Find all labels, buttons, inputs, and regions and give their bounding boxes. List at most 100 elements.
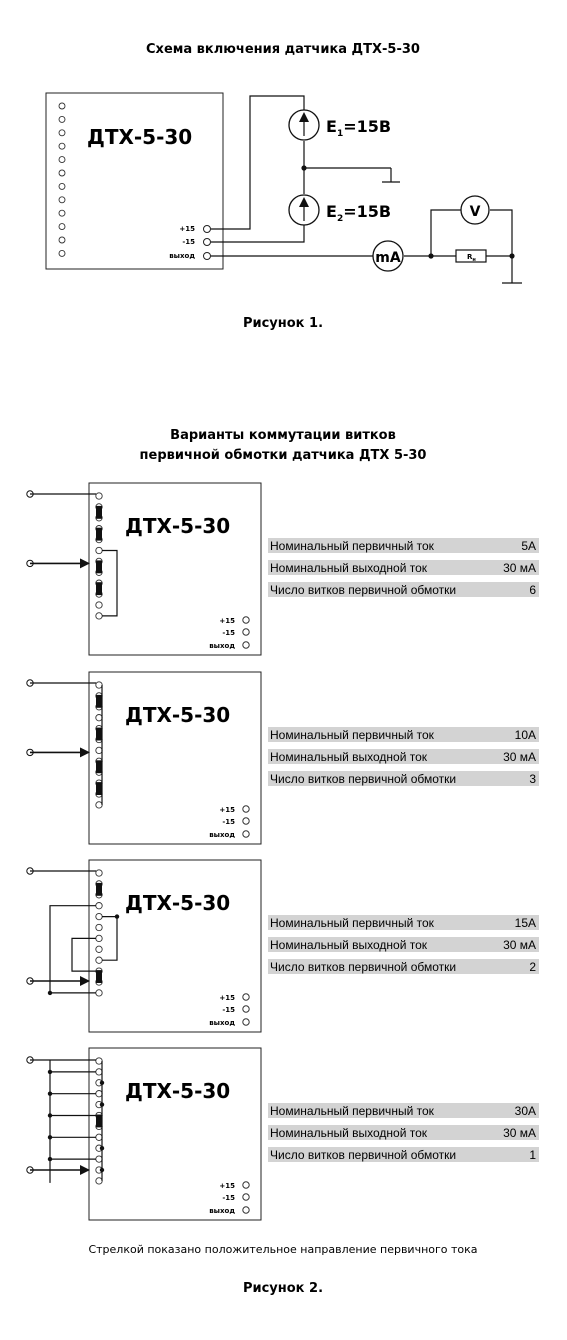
- junction-node: [47, 1091, 53, 1096]
- winding-jumper: [102, 915, 118, 961]
- pin-label-plus15: +15: [219, 994, 235, 1002]
- resistor-letter: R: [467, 253, 473, 261]
- winding-jumper: [71, 937, 96, 972]
- junction-node: [47, 1113, 53, 1118]
- device-terminal: [95, 869, 103, 877]
- device-terminal: [95, 945, 103, 953]
- table-row-shade: [268, 1147, 539, 1162]
- table-label-primary_current: Номинальный первичный ток: [270, 728, 435, 742]
- pin-output: [242, 641, 250, 649]
- table-label-turns: Число витков первичной обмотки: [270, 960, 456, 974]
- table-row-shade: [268, 1103, 539, 1118]
- table-row-shade: [268, 582, 539, 597]
- device-terminal: [95, 681, 103, 689]
- pin-label-plus15: +15: [219, 1182, 235, 1190]
- figure-1-caption: Рисунок 1.: [243, 316, 323, 331]
- pin-label-minus15: -15: [222, 1194, 235, 1202]
- source-e2-letter: E: [326, 202, 337, 221]
- junction-node: [114, 914, 120, 919]
- pin-label-output: выход: [209, 1019, 235, 1027]
- pin-minus15: [242, 628, 250, 636]
- device-box: [88, 482, 262, 656]
- winding-bridge: [96, 582, 102, 596]
- ammeter: mA: [372, 240, 404, 272]
- device-terminal-column: [58, 102, 66, 257]
- table-label-primary_current: Номинальный первичный ток: [270, 916, 435, 930]
- pin-label-minus15: -15: [222, 629, 235, 637]
- pin-plus15: [242, 805, 250, 813]
- table-value-primary_current: 5А: [521, 539, 536, 553]
- device-terminal: [95, 902, 103, 910]
- device-terminal: [58, 182, 66, 190]
- device-terminal: [95, 746, 103, 755]
- table-label-turns: Число витков первичной обмотки: [270, 772, 456, 786]
- device-terminal: [95, 934, 103, 943]
- table-value-primary_current: 15А: [515, 916, 536, 930]
- device-terminal: [95, 1177, 103, 1185]
- device-terminal: [95, 989, 103, 997]
- winding-bridge: [96, 694, 102, 708]
- device-terminal: [95, 546, 103, 555]
- winding-bridge: [96, 560, 102, 574]
- voltage-source-e1: E1=15В: [288, 109, 391, 141]
- junction-node: [99, 1146, 105, 1151]
- junction-node: [428, 253, 434, 259]
- device-terminal: [58, 115, 66, 123]
- table-row-shade: [268, 560, 539, 575]
- pin-label-plus15: +15: [219, 617, 235, 625]
- device-terminal: [58, 196, 66, 204]
- pin-minus15: [242, 1193, 250, 1201]
- winding-bridge: [96, 527, 102, 541]
- source-e1-value: =15В: [343, 117, 391, 136]
- table-value-output_current: 30 мА: [503, 750, 536, 764]
- pin-minus15: [242, 1005, 250, 1013]
- table-label-turns: Число витков первичной обмотки: [270, 583, 456, 597]
- load-resistor: Rн: [455, 249, 487, 263]
- device-terminal: [95, 1090, 103, 1098]
- svg-text:Rн: Rн: [467, 253, 476, 263]
- svg-text:E2=15В: E2=15В: [326, 202, 391, 224]
- resistor-index: н: [472, 257, 476, 263]
- figure-1-title: Схема включения датчика ДТХ-5-30: [146, 42, 420, 57]
- device-terminal: [58, 249, 66, 257]
- source-e2-index: 2: [337, 214, 343, 224]
- device-box: [45, 92, 224, 270]
- junction-node: [99, 1102, 105, 1107]
- device-label: ДТХ-5-30: [125, 1079, 230, 1103]
- device-box: [88, 671, 262, 845]
- device-terminal: [95, 492, 103, 500]
- device-terminal: [95, 714, 103, 722]
- pin-plus15: [203, 225, 211, 233]
- pin-output: [242, 1206, 250, 1214]
- table-label-output_current: Номинальный выходной ток: [270, 561, 428, 575]
- ammeter-label: mA: [375, 250, 401, 266]
- table-value-output_current: 30 мА: [503, 561, 536, 575]
- voltmeter: V: [460, 195, 490, 225]
- table-value-turns: 3: [529, 772, 536, 786]
- source-e1-index: 1: [337, 129, 343, 139]
- figure-2-title-line2: первичной обмотки датчика ДТХ 5-30: [140, 448, 427, 463]
- junction-node: [47, 990, 53, 996]
- table-label-output_current: Номинальный выходной ток: [270, 750, 428, 764]
- table-value-output_current: 30 мА: [503, 1126, 536, 1140]
- pin-label-output: выход: [169, 252, 195, 260]
- junction-node: [99, 1080, 105, 1086]
- table-row-shade: [268, 1125, 539, 1140]
- device-label: ДТХ-5-30: [125, 514, 230, 538]
- pin-label-minus15: -15: [182, 238, 195, 246]
- winding-bridge: [96, 1114, 102, 1128]
- junction-node: [301, 165, 307, 171]
- winding-jumper: [102, 549, 118, 617]
- device-terminal: [95, 1057, 103, 1065]
- table-value-turns: 2: [529, 960, 536, 974]
- variant-panels: ДТХ-5-30 +15 -15 выход Номинальный первичный…: [26, 482, 539, 1221]
- device-label: ДТХ-5-30: [87, 125, 192, 149]
- pin-output: [203, 252, 211, 260]
- device-label: ДТХ-5-30: [125, 891, 230, 915]
- winding-bridge: [96, 505, 102, 519]
- device-terminal: [95, 956, 103, 964]
